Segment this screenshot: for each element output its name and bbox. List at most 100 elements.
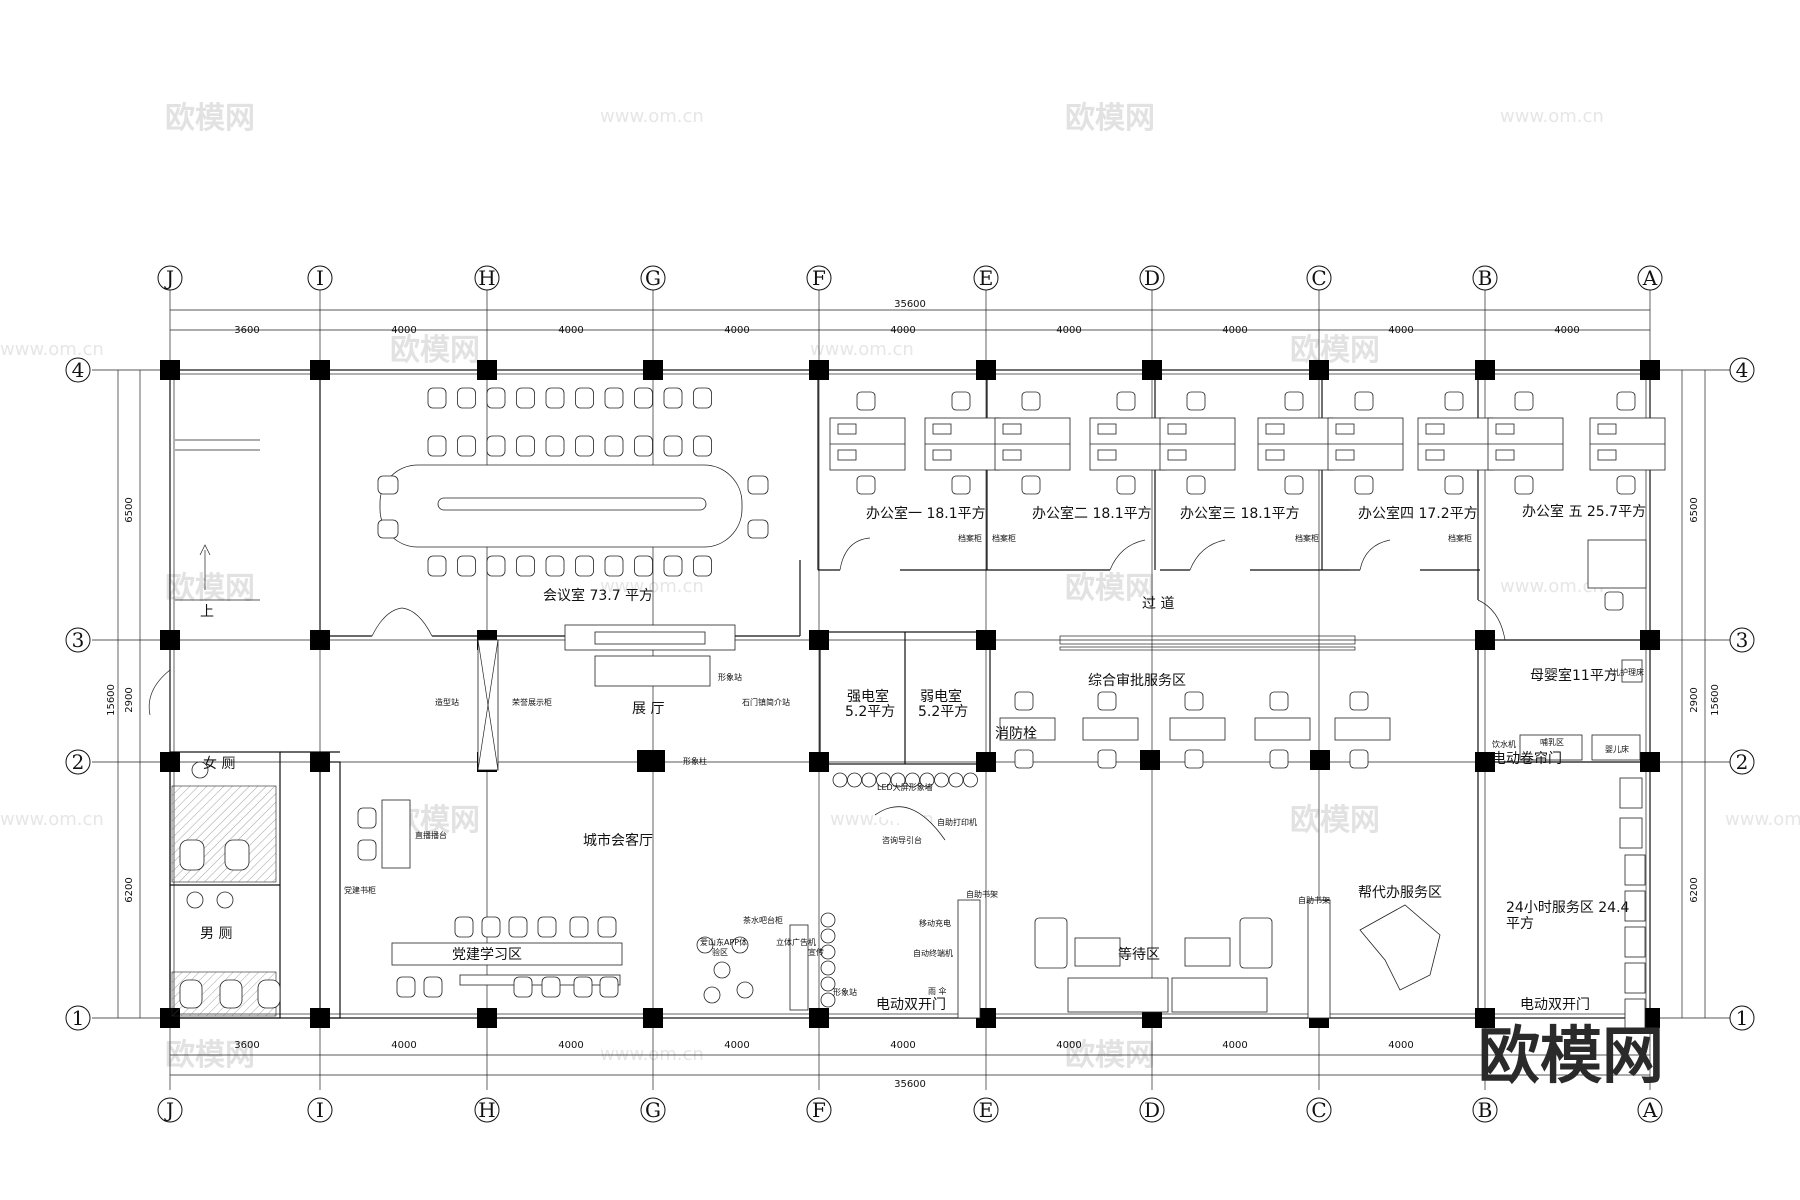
dim-span-7: 4000 bbox=[1222, 325, 1247, 336]
chair bbox=[747, 519, 769, 539]
watermark-logo: 欧模网 bbox=[165, 571, 255, 606]
kiosk bbox=[1624, 854, 1646, 886]
axis-bubble bbox=[65, 749, 91, 775]
plant bbox=[820, 944, 836, 960]
chair bbox=[427, 435, 447, 457]
chair bbox=[545, 435, 565, 457]
exhibit-hall-label: 展 厅 bbox=[632, 701, 664, 717]
chair bbox=[1444, 391, 1464, 411]
plant bbox=[820, 992, 836, 1008]
axis-label-col: F bbox=[812, 1098, 826, 1122]
stool bbox=[696, 936, 714, 954]
watermark-layer: 欧模网 www.om.cn 欧模网 www.om.cn www.om.cn 欧模… bbox=[0, 101, 1800, 1073]
dim-span-8: 4000 bbox=[1388, 325, 1413, 336]
structural-column bbox=[1475, 630, 1495, 650]
chair bbox=[747, 475, 769, 495]
chair bbox=[486, 387, 506, 409]
plant bbox=[934, 772, 949, 788]
axis-bubble bbox=[65, 627, 91, 653]
chair bbox=[1604, 591, 1624, 611]
service-desk bbox=[1169, 717, 1226, 741]
self-print-label: 自助打印机 bbox=[937, 817, 977, 827]
chair bbox=[516, 387, 535, 409]
watermark-url: www.om.cn bbox=[1725, 809, 1800, 830]
structural-column bbox=[1640, 630, 1660, 650]
approval-zone-label: 综合审批服务区 bbox=[1088, 673, 1186, 689]
chair bbox=[516, 555, 535, 577]
chair bbox=[1616, 475, 1636, 495]
plant bbox=[832, 772, 848, 788]
stool bbox=[703, 986, 721, 1004]
door-office-4 bbox=[1189, 539, 1226, 571]
chair bbox=[604, 387, 624, 409]
axis-label-row: 2 bbox=[1736, 750, 1749, 774]
axis-bubble bbox=[1139, 265, 1165, 291]
strong-power-label: 强电室 bbox=[847, 688, 889, 705]
structural-column bbox=[1475, 752, 1495, 772]
axis-label-col: J bbox=[164, 1098, 174, 1122]
watermark-logo: 欧模网 bbox=[1290, 803, 1380, 838]
study-table bbox=[391, 942, 623, 966]
chair bbox=[1097, 749, 1117, 769]
electric-door-label-2: 电动双开门 bbox=[1520, 997, 1590, 1013]
baby-care-label: 儿护理床 bbox=[1612, 667, 1644, 677]
plant bbox=[963, 772, 978, 788]
structural-column bbox=[160, 360, 180, 380]
structural-column bbox=[643, 360, 663, 380]
structural-column bbox=[310, 630, 330, 650]
chair bbox=[457, 387, 476, 409]
image-station-label: 形象站 bbox=[718, 672, 742, 682]
structural-column bbox=[976, 1008, 996, 1028]
axis-bubble bbox=[640, 265, 666, 291]
mother-baby-label: 母婴室11平方 bbox=[1530, 667, 1618, 684]
dim-left-total: 15600 bbox=[106, 684, 117, 716]
structural-column bbox=[1142, 360, 1162, 380]
chair bbox=[1349, 691, 1369, 711]
axis-bubble bbox=[973, 265, 999, 291]
watermark-logo: 欧模网 bbox=[165, 101, 255, 136]
plant bbox=[876, 772, 891, 788]
chair bbox=[1021, 475, 1041, 495]
live-desk-label: 直播播台 bbox=[415, 830, 447, 840]
nursing-label: 哺乳区 bbox=[1540, 737, 1564, 747]
chair bbox=[1514, 391, 1534, 411]
chair bbox=[423, 976, 443, 998]
watermark-url: www.om.cn bbox=[600, 576, 704, 597]
kiosk bbox=[1619, 777, 1643, 809]
chair bbox=[663, 555, 683, 577]
chair bbox=[1269, 691, 1289, 711]
watermark-logo: 欧模网 bbox=[1065, 101, 1155, 136]
chair bbox=[541, 976, 561, 998]
dim-span-4: 4000 bbox=[724, 325, 749, 336]
axis-label-col: I bbox=[316, 266, 324, 290]
dim-span-b4: 4000 bbox=[724, 1040, 749, 1051]
sofa-bottom-1 bbox=[1067, 977, 1169, 1013]
service-desk bbox=[999, 717, 1056, 741]
structural-column bbox=[976, 360, 996, 380]
axis-bubble bbox=[1729, 627, 1755, 653]
watermark-logo: 欧模网 bbox=[1065, 1038, 1155, 1073]
plant bbox=[948, 772, 964, 788]
axis-bubble bbox=[307, 1097, 333, 1123]
axis-label-col: A bbox=[1642, 266, 1658, 290]
chair bbox=[545, 555, 565, 577]
structural-column bbox=[1309, 360, 1329, 380]
dim-left-3: 6200 bbox=[124, 877, 135, 902]
study-chairs bbox=[357, 807, 809, 1011]
image-pillar bbox=[637, 750, 665, 772]
chair bbox=[1014, 691, 1034, 711]
axis-label-row: 1 bbox=[1736, 1006, 1749, 1030]
baby-bed-label: 婴儿床 bbox=[1605, 744, 1629, 754]
plant bbox=[847, 772, 862, 788]
chair bbox=[357, 839, 377, 861]
plant bbox=[861, 772, 877, 788]
chair bbox=[951, 391, 971, 411]
plant bbox=[890, 772, 906, 788]
axis-bubble bbox=[157, 265, 183, 291]
chair bbox=[1354, 475, 1374, 495]
dim-right-total: 15600 bbox=[1710, 684, 1721, 716]
axis-bubble bbox=[1306, 1097, 1332, 1123]
ad-machine-label-1: 立体广告机 bbox=[776, 937, 816, 947]
door-office-3 bbox=[1109, 539, 1146, 571]
